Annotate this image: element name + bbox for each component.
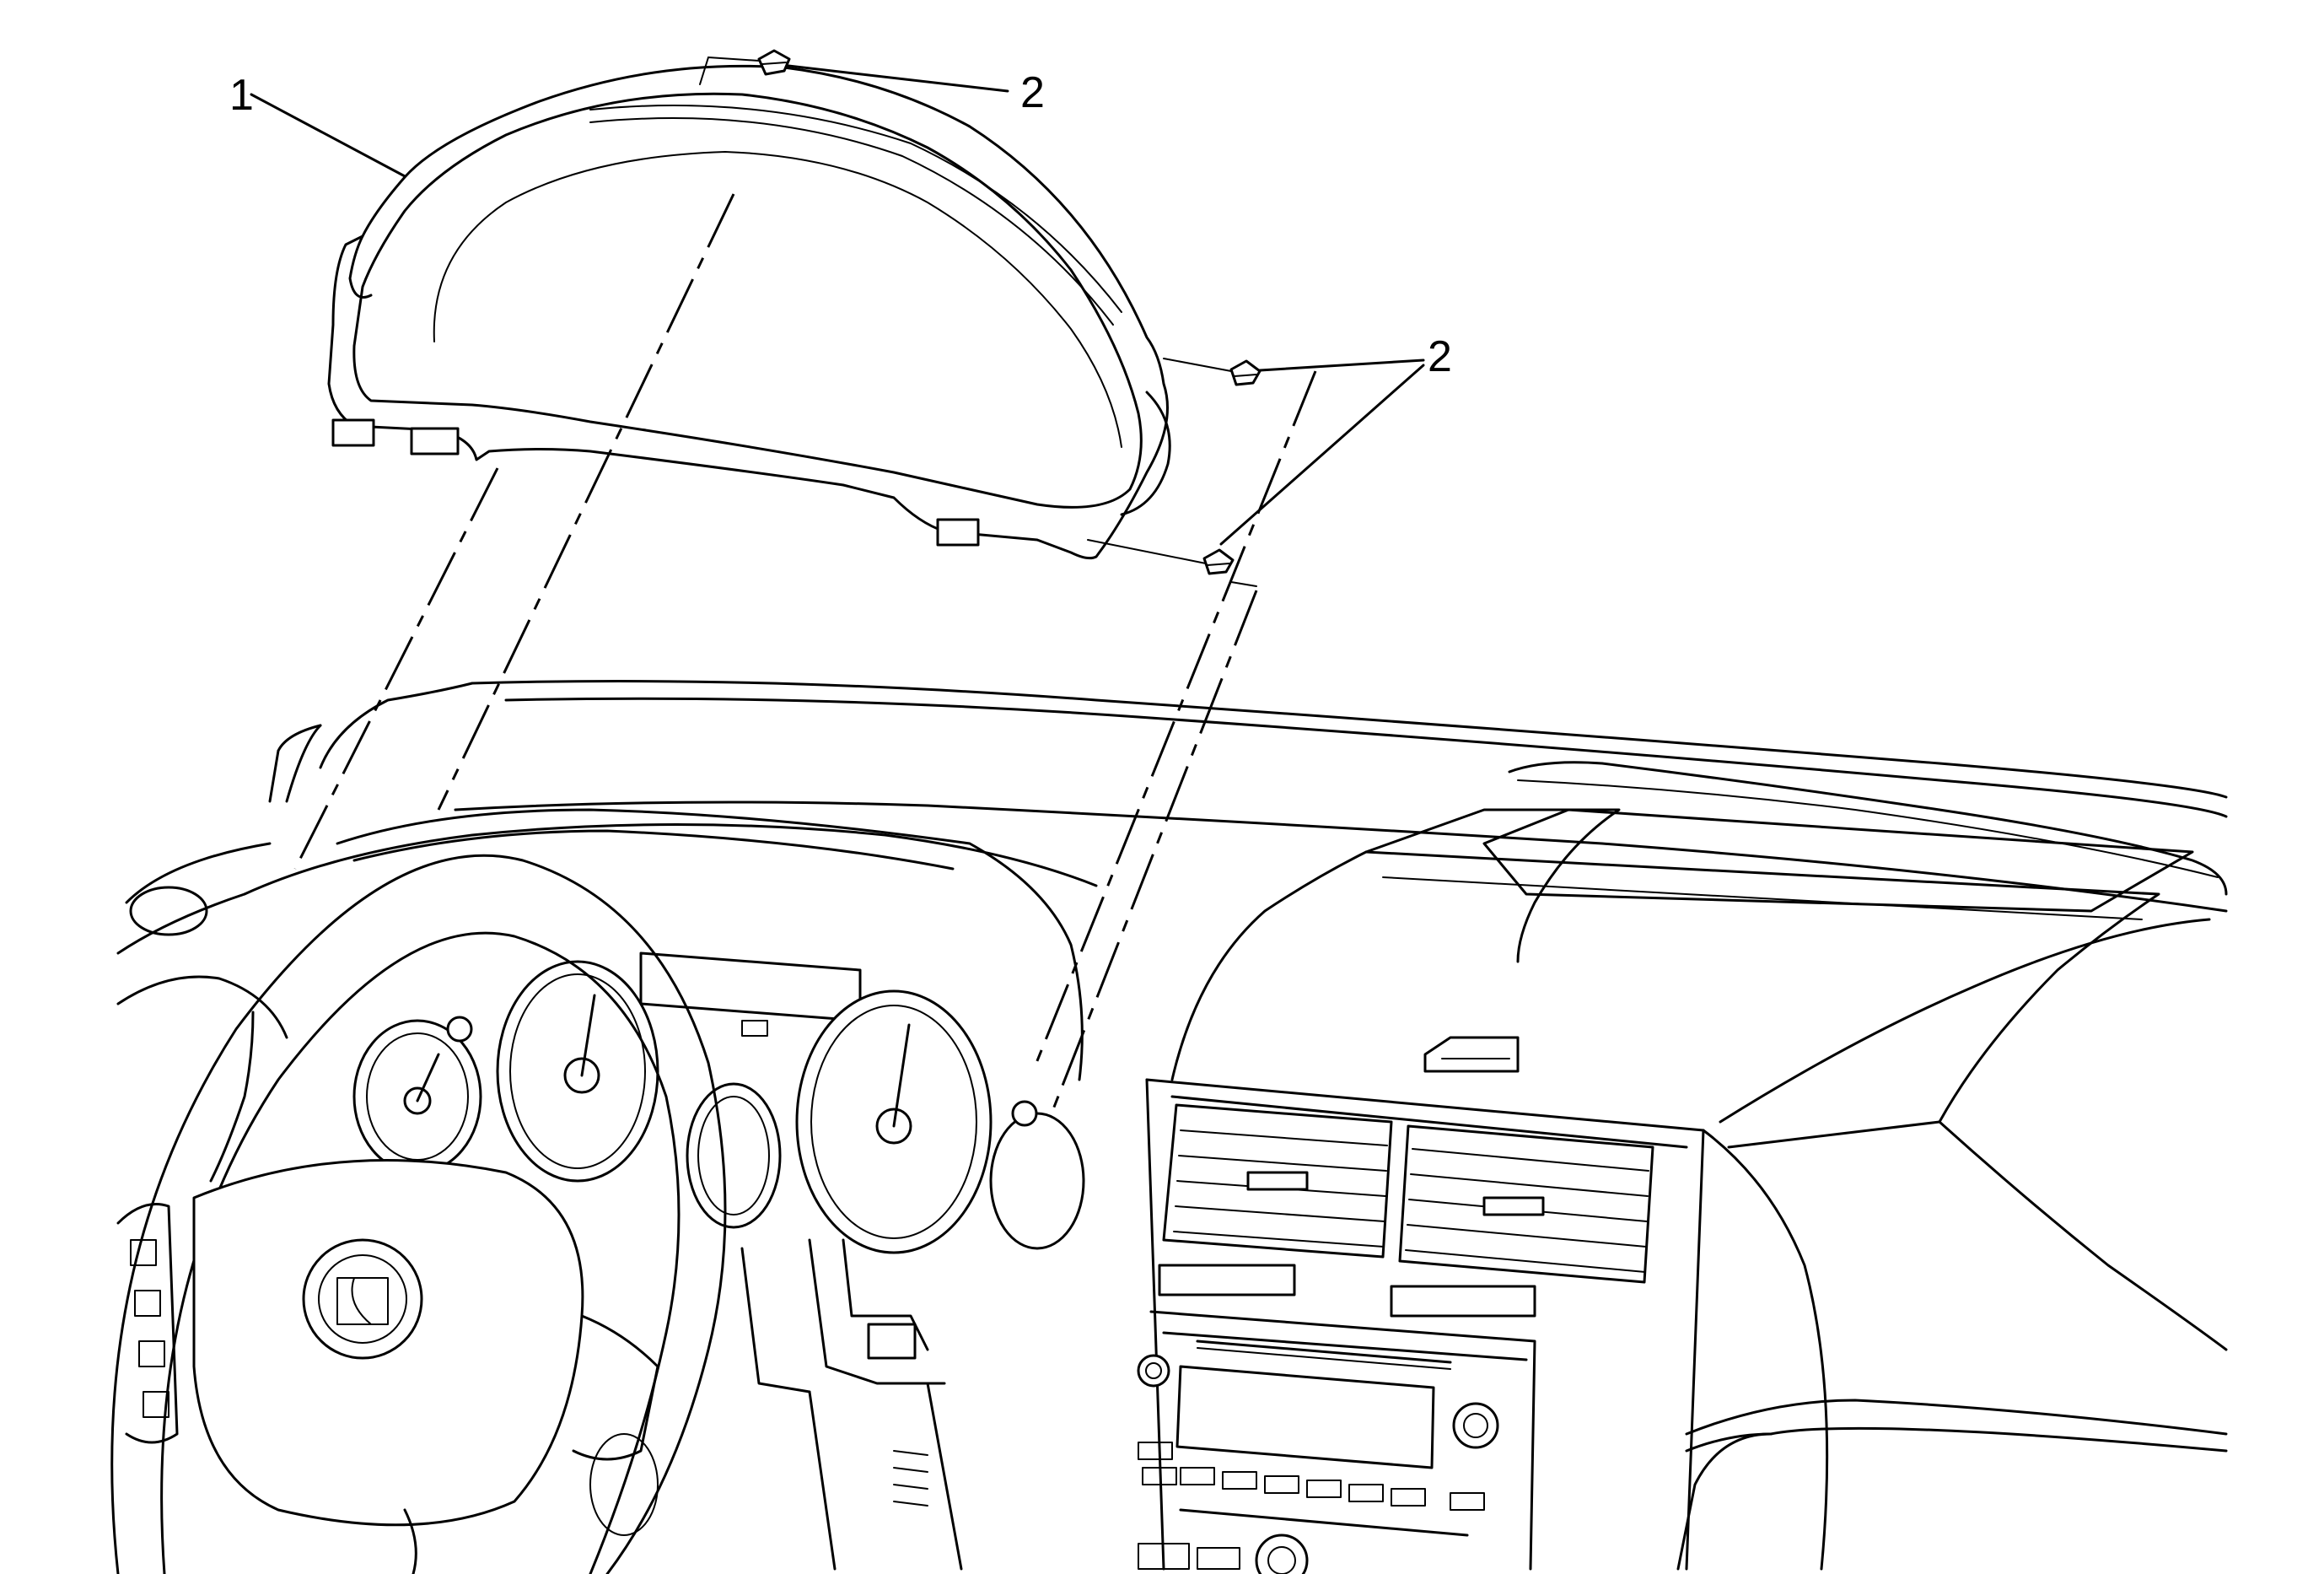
clip-attachment-lines [699, 57, 1257, 587]
voltage-gauge [989, 1112, 1085, 1250]
climate-knob [1255, 1534, 1309, 1574]
radio-unit [1137, 1310, 1536, 1574]
radio-tune-knob [1452, 1402, 1499, 1449]
left-dash-edge [116, 724, 322, 1183]
callout-2-right-label: 2 [1428, 332, 1452, 381]
callout-1-label: 1 [229, 71, 254, 120]
cluster-retaining-clip-top [757, 49, 791, 76]
instrument-panel [116, 680, 2228, 1571]
hazard-button [1423, 1036, 1520, 1073]
vent-thumbwheel-right [1482, 1196, 1545, 1216]
vent-control-right [1390, 1285, 1536, 1318]
callout-2-top-label: 2 [1020, 68, 1045, 117]
steering-wheel [110, 854, 727, 1574]
vent-thumbwheel-left [1246, 1171, 1309, 1191]
cluster-retaining-clip-right-upper [1229, 359, 1262, 386]
cluster-left-tab-2 [410, 427, 460, 455]
vent-control-left [1158, 1264, 1296, 1296]
installed-gauges [336, 808, 1085, 1254]
cluster-right-tab [936, 518, 980, 547]
center-air-vent-right [1398, 1124, 1654, 1284]
radio-power-knob [1137, 1354, 1170, 1388]
temperature-gauge [686, 1082, 782, 1229]
steering-column-area [740, 1238, 963, 1571]
cluster-retaining-clip-right-lower [1202, 548, 1235, 575]
callout-leader-lines [250, 64, 1425, 546]
installation-guide-lines [293, 193, 1317, 1216]
cluster-left-tab-1 [331, 418, 375, 447]
instrument-cluster-bezel [327, 64, 1171, 560]
center-air-vent-left [1162, 1103, 1393, 1259]
steering-wheel-emblem [302, 1238, 423, 1360]
